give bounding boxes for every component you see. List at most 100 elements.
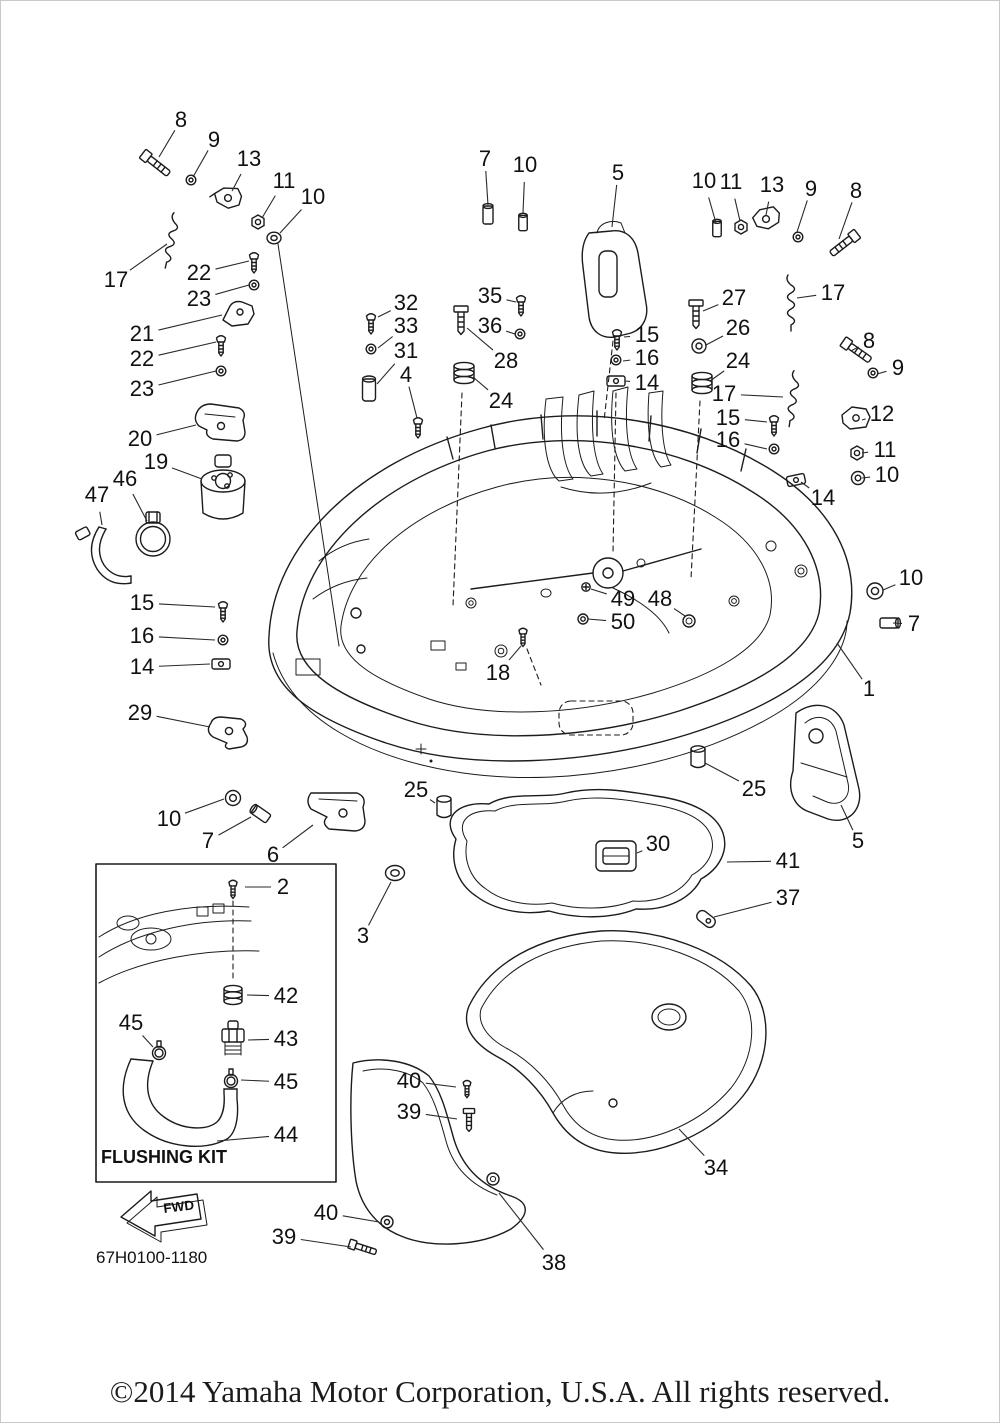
leader-line xyxy=(679,1129,704,1156)
clamp-46 xyxy=(136,512,170,556)
callout-43: 43 xyxy=(274,1026,298,1051)
callout-45: 45 xyxy=(274,1069,298,1094)
leader-line xyxy=(523,182,524,213)
fwd-arrow xyxy=(121,1191,207,1242)
callout-6: 6 xyxy=(267,842,279,867)
leader-line xyxy=(499,1193,543,1250)
callout-42: 42 xyxy=(274,983,298,1008)
callout-5: 5 xyxy=(612,160,624,185)
leader-line xyxy=(862,452,868,453)
hardware-floor xyxy=(437,583,705,818)
leader-line xyxy=(801,482,809,488)
callout-44: 44 xyxy=(274,1122,298,1147)
clamp-29 xyxy=(208,717,247,749)
callout-11: 11 xyxy=(273,168,296,193)
leader-line xyxy=(377,364,395,384)
leader-line xyxy=(426,1083,456,1087)
leader-line xyxy=(851,347,859,351)
callout-33: 33 xyxy=(394,313,418,338)
callout-23: 23 xyxy=(187,286,211,311)
callout-21: 21 xyxy=(130,321,154,346)
leader-line xyxy=(862,419,866,420)
callout-8: 8 xyxy=(863,328,875,353)
leader-line xyxy=(159,604,215,607)
leader-line xyxy=(262,196,275,218)
callout-24: 24 xyxy=(726,348,750,373)
bracket-20 xyxy=(195,404,245,441)
callout-17: 17 xyxy=(104,267,128,292)
callout-11: 11 xyxy=(720,169,743,194)
leader-line xyxy=(705,763,739,781)
leader-line xyxy=(741,395,783,397)
leader-line xyxy=(507,300,516,302)
callout-30: 30 xyxy=(646,831,670,856)
leader-line xyxy=(426,1114,457,1119)
callout-14: 14 xyxy=(811,485,835,510)
callout-17: 17 xyxy=(821,280,845,305)
callout-27: 27 xyxy=(722,285,746,310)
leader-line xyxy=(100,512,102,525)
leader-line xyxy=(862,477,870,478)
flushing-kit-label: FLUSHING KIT xyxy=(101,1147,227,1167)
leader-line xyxy=(624,336,630,337)
callout-10: 10 xyxy=(692,168,716,193)
leader-line xyxy=(369,882,391,925)
callout-8: 8 xyxy=(175,107,187,132)
callout-46: 46 xyxy=(113,466,137,491)
leader-line xyxy=(409,387,417,418)
leader-line xyxy=(218,817,251,835)
leader-line xyxy=(185,799,224,813)
latch-bracket-5 xyxy=(582,221,647,337)
callout-13: 13 xyxy=(237,146,261,171)
leader-line xyxy=(217,1136,269,1141)
leader-line xyxy=(159,664,210,666)
leader-line xyxy=(130,244,167,270)
callout-50: 50 xyxy=(611,609,635,634)
callout-38: 38 xyxy=(542,1250,566,1275)
leader-line xyxy=(506,331,515,334)
callout-7: 7 xyxy=(202,828,214,853)
clip-37 xyxy=(695,909,718,930)
hose-adapter-43 xyxy=(222,1021,244,1055)
callout-23: 23 xyxy=(130,376,154,401)
grommet-3 xyxy=(386,866,405,881)
leader-line xyxy=(301,1240,351,1247)
callout-39: 39 xyxy=(397,1099,421,1124)
leader-line xyxy=(841,805,853,830)
leader-line xyxy=(159,342,216,355)
leader-line xyxy=(159,315,222,330)
callout-17: 17 xyxy=(712,381,736,406)
callout-1: 1 xyxy=(863,676,875,701)
callout-7: 7 xyxy=(479,146,491,171)
callout-16: 16 xyxy=(130,623,154,648)
callout-2: 2 xyxy=(277,874,289,899)
callout-7: 7 xyxy=(908,611,920,636)
leader-line xyxy=(215,285,249,294)
callout-25: 25 xyxy=(404,777,428,802)
callout-47: 47 xyxy=(85,482,109,507)
leader-line xyxy=(283,825,313,848)
leader-line xyxy=(797,295,816,298)
callout-36: 36 xyxy=(478,313,502,338)
leader-line xyxy=(714,902,772,917)
leader-line xyxy=(247,995,269,996)
callout-14: 14 xyxy=(130,654,154,679)
callout-22: 22 xyxy=(187,260,211,285)
leader-line xyxy=(710,371,724,381)
bracket-6 xyxy=(308,793,365,831)
leader-line xyxy=(637,851,642,853)
callout-10: 10 xyxy=(301,184,325,209)
callout-40: 40 xyxy=(314,1200,338,1225)
leader-line xyxy=(232,174,241,191)
callout-12: 12 xyxy=(870,401,894,426)
gasket-and-mount xyxy=(386,790,725,930)
bracket-12 xyxy=(842,407,870,429)
callout-14: 14 xyxy=(635,370,659,395)
flushing-kit-inset xyxy=(96,864,336,1182)
leader-line xyxy=(727,861,771,862)
hardware-left xyxy=(208,601,365,831)
leader-line xyxy=(766,202,769,215)
leader-line xyxy=(588,619,606,621)
callout-40: 40 xyxy=(397,1068,421,1093)
